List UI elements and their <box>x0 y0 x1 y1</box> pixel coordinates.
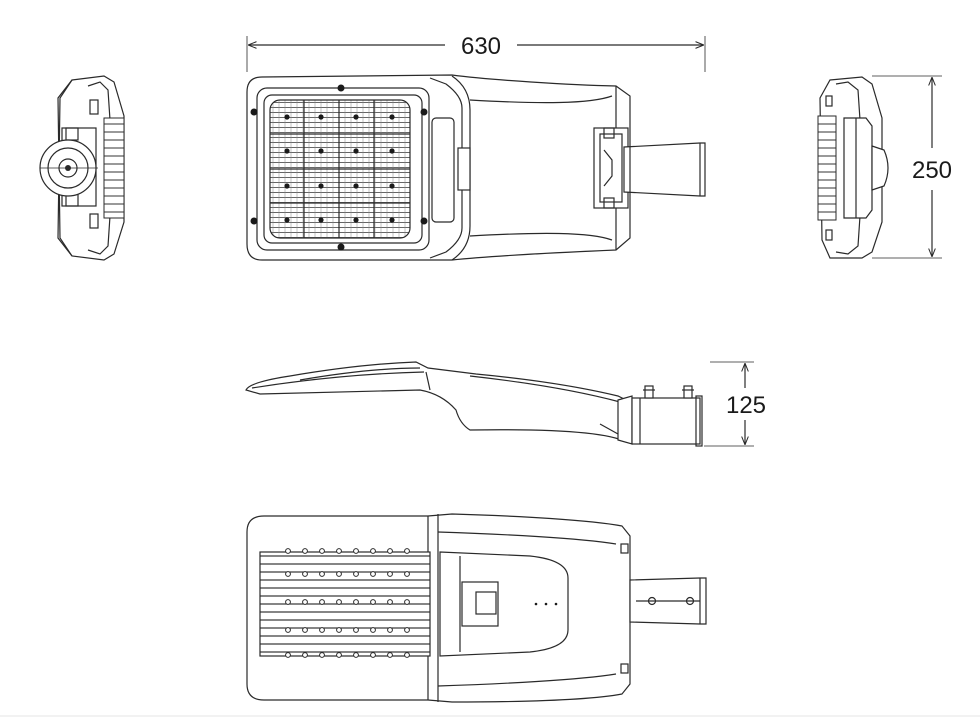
top-view <box>246 74 706 261</box>
rear-end-view <box>817 76 889 259</box>
dimension-height: 125 <box>704 361 766 447</box>
dimension-length: 630 <box>246 33 706 72</box>
side-profile-view <box>245 361 703 447</box>
dimension-width-label: 250 <box>912 157 952 184</box>
bottom-view <box>246 513 707 703</box>
dimension-width: 250 <box>872 75 952 259</box>
dimension-length-label: 630 <box>461 33 501 60</box>
front-end-view <box>39 75 125 261</box>
dimension-height-label: 125 <box>726 392 766 419</box>
